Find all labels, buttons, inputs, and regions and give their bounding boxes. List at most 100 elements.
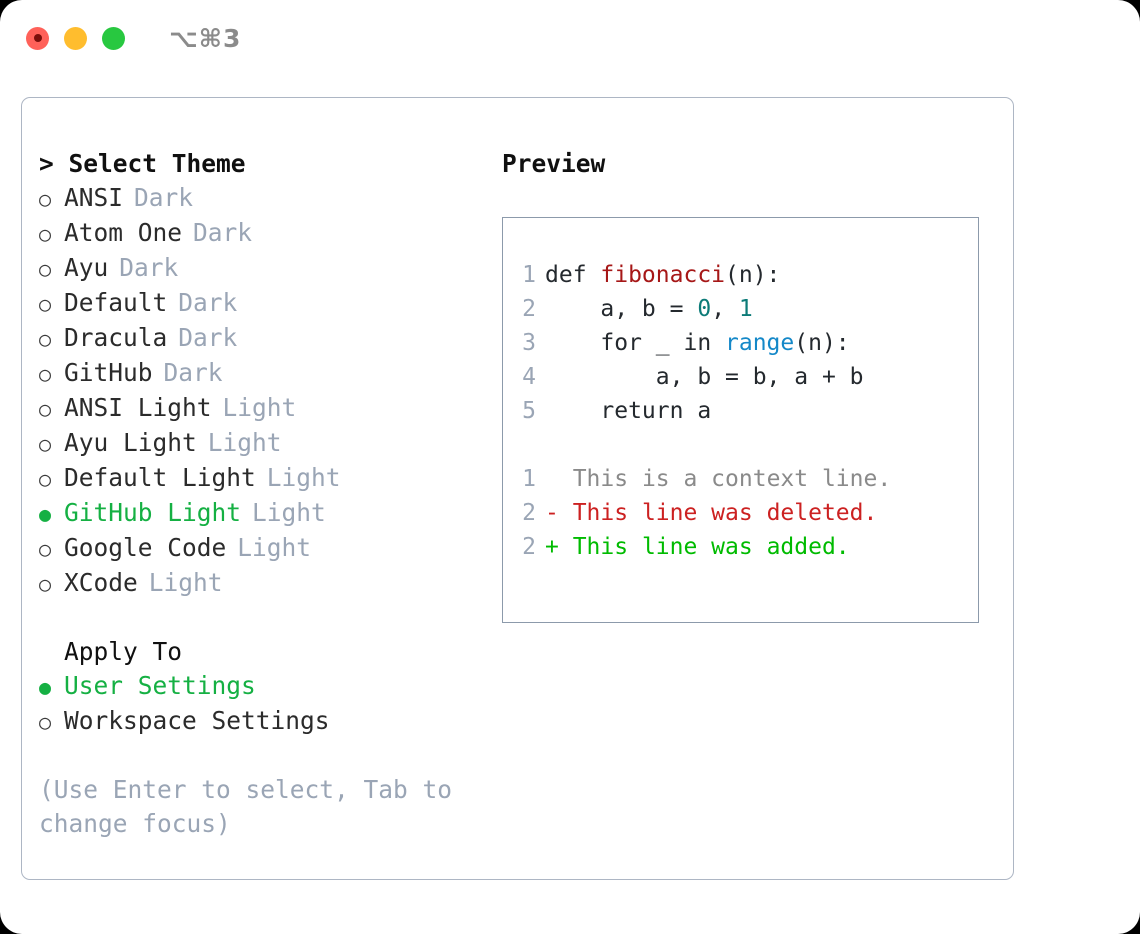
code-token: , [711, 296, 739, 322]
theme-option-label: Google Code [64, 533, 227, 562]
code-token: a, b = b, a + b [545, 364, 864, 390]
diff-line: 2- This line was deleted. [503, 496, 978, 530]
line-number: 2 [522, 534, 536, 560]
apply-to-option-label: Workspace Settings [64, 706, 330, 735]
diff-marker: + [545, 534, 573, 560]
window-controls [26, 26, 125, 50]
theme-option-label: Default [64, 288, 168, 317]
apply-to-header: Apply To [64, 637, 183, 666]
theme-option[interactable]: ○ Atom One Dark [39, 216, 502, 251]
code-token: return a [545, 398, 712, 424]
theme-option-label: GitHub [64, 358, 153, 387]
theme-variant-tag: Light [207, 428, 282, 457]
theme-option[interactable]: ○ ANSI Dark [39, 181, 502, 216]
code-line: 1 def fibonacci(n): [503, 258, 978, 292]
line-number: 5 [522, 398, 536, 424]
theme-variant-tag: Dark [178, 288, 238, 317]
theme-option[interactable]: ○ ANSI Light Light [39, 391, 502, 426]
theme-variant-tag: Light [237, 533, 312, 562]
theme-option-label: Default Light [64, 463, 256, 492]
list-spacer [39, 601, 502, 635]
minimize-window-button[interactable] [64, 26, 87, 50]
apply-to-option[interactable]: ○ Workspace Settings [39, 704, 502, 739]
radio-unselected-icon: ○ [39, 397, 52, 421]
theme-variant-tag: Dark [193, 218, 253, 247]
radio-unselected-icon: ○ [39, 222, 52, 246]
diff-text: This is a context line. [572, 466, 892, 492]
theme-option-label: ANSI [64, 183, 124, 212]
keyboard-shortcut-label: ⌥⌘3 [169, 23, 242, 53]
line-number: 2 [522, 500, 536, 526]
code-line: 2 a, b = 0, 1 [503, 292, 978, 326]
apply-to-option[interactable]: ● User Settings [39, 669, 502, 704]
theme-variant-tag: Dark [163, 358, 223, 387]
radio-unselected-icon: ○ [39, 537, 52, 561]
theme-option-label: ANSI Light [64, 393, 212, 422]
theme-option-label: Dracula [64, 323, 168, 352]
code-token: 1 [738, 296, 753, 322]
code-token: range [725, 330, 795, 356]
theme-option-label: GitHub Light [64, 498, 242, 527]
code-token: fibonacci [600, 262, 726, 288]
code-line: 5 return a [503, 394, 978, 428]
diff-line: 2+ This line was added. [503, 530, 978, 564]
theme-variant-tag: Dark [134, 183, 194, 212]
radio-unselected-icon: ○ [39, 572, 52, 596]
code-token: 0 [697, 296, 712, 322]
diff-sample: 1 This is a context line.2- This line wa… [503, 462, 978, 564]
radio-unselected-icon: ○ [39, 257, 52, 281]
theme-variant-tag: Light [222, 393, 297, 422]
diff-line: 1 This is a context line. [503, 462, 978, 496]
title-bar: ⌥⌘3 [0, 0, 1140, 76]
code-line: 4 a, b = b, a + b [503, 360, 978, 394]
radio-unselected-icon: ○ [39, 432, 52, 456]
line-number: 2 [522, 296, 536, 322]
theme-variant-tag: Dark [119, 253, 179, 282]
radio-unselected-icon: ○ [39, 710, 52, 734]
theme-option[interactable]: ○ Ayu Dark [39, 251, 502, 286]
apply-to-option-label: User Settings [64, 671, 256, 700]
line-number: 1 [522, 262, 536, 288]
line-number: 3 [522, 330, 536, 356]
diff-text: This line was deleted. [572, 500, 878, 526]
code-token: (n): [725, 262, 781, 288]
theme-option[interactable]: ○ Google Code Light [39, 531, 502, 566]
line-number: 4 [522, 364, 536, 390]
close-window-button[interactable] [26, 26, 49, 50]
radio-selected-icon: ● [39, 675, 52, 699]
radio-unselected-icon: ○ [39, 187, 52, 211]
radio-unselected-icon: ○ [39, 467, 52, 491]
theme-option-label: Ayu [64, 253, 109, 282]
theme-option-label: Ayu Light [64, 428, 197, 457]
code-token: def [545, 262, 601, 288]
theme-option[interactable]: ○ Default Dark [39, 286, 502, 321]
diff-marker [545, 462, 573, 496]
code-token: for _ in [545, 330, 726, 356]
diff-marker: - [545, 500, 573, 526]
line-number: 1 [522, 466, 536, 492]
code-line: 3 for _ in range(n): [503, 326, 978, 360]
theme-variant-tag: Dark [178, 323, 238, 352]
theme-option[interactable]: ○ Dracula Dark [39, 321, 502, 356]
radio-unselected-icon: ○ [39, 292, 52, 316]
theme-option[interactable]: ○ Ayu Light Light [39, 426, 502, 461]
apply-to-list[interactable]: ● User Settings ○ Workspace Settings [39, 669, 502, 739]
zoom-window-button[interactable] [102, 26, 125, 50]
code-token: a, b = [545, 296, 698, 322]
radio-unselected-icon: ○ [39, 327, 52, 351]
theme-option[interactable]: ○ GitHub Dark [39, 356, 502, 391]
radio-unselected-icon: ○ [39, 362, 52, 386]
code-diff-separator [503, 428, 978, 462]
theme-variant-tag: Light [148, 568, 223, 597]
theme-option-label: Atom One [64, 218, 183, 247]
